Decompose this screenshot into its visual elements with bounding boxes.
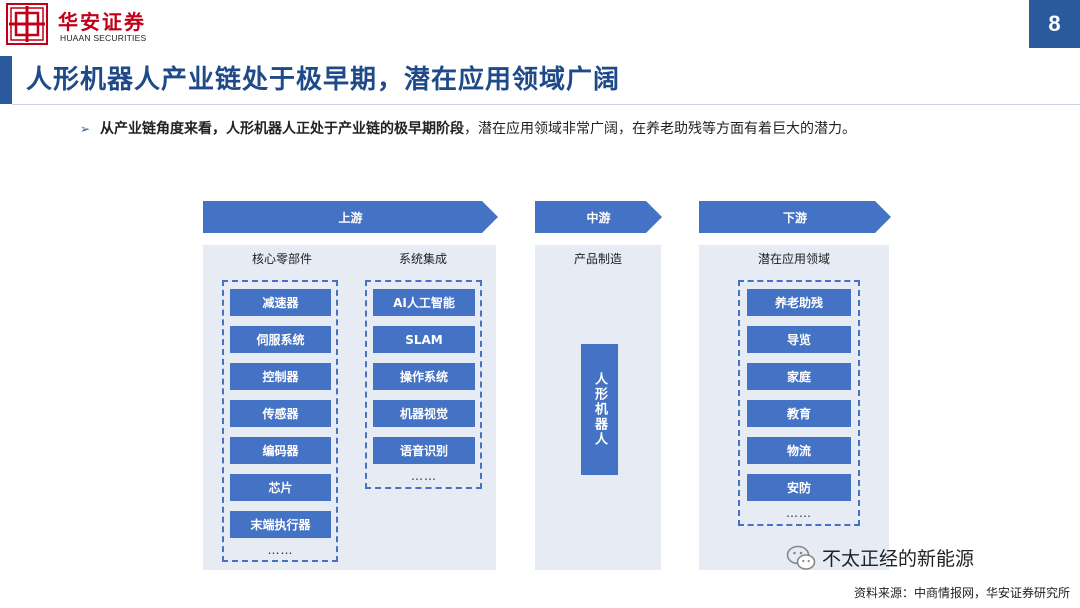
system-integration-more: …… <box>411 469 437 483</box>
bullet-text: 从产业链角度来看，人形机器人正处于产业链的极早期阶段，潜在应用领域非常广阔，在养… <box>80 118 1015 140</box>
bullet-bold-text: 从产业链角度来看，人形机器人正处于产业链的极早期阶段 <box>100 121 464 137</box>
system-integration-item: 语音识别 <box>373 437 475 464</box>
applications-heading: 潜在应用领域 <box>757 252 830 266</box>
applications-more: …… <box>786 506 812 520</box>
core-components-group <box>222 280 338 562</box>
core-component-item: 控制器 <box>230 363 331 390</box>
source-note: 资料来源：中商情报网，华安证券研究所 <box>853 586 1070 600</box>
page-number: 8 <box>1029 0 1080 48</box>
humanoid-robot-label: 人形机器人 <box>592 372 607 447</box>
core-component-item: 传感器 <box>230 400 331 427</box>
system-integration-item: 操作系统 <box>373 363 475 390</box>
bullet-arrow-icon: ➢ <box>80 122 91 136</box>
downstream-banner: 下游 <box>699 201 891 233</box>
application-item: 家庭 <box>747 363 851 390</box>
application-item: 物流 <box>747 437 851 464</box>
brand-name-en: HUAAN SECURITIES <box>60 33 147 43</box>
system-integration-item: 机器视觉 <box>373 400 475 427</box>
bullet-point: ➢ 从产业链角度来看，人形机器人正处于产业链的极早期阶段，潜在应用领域非常广阔，… <box>80 118 1015 140</box>
core-components-heading: 核心零部件 <box>251 252 312 266</box>
wechat-account-name: 不太正经的新能源 <box>822 548 975 570</box>
application-item: 导览 <box>747 326 851 353</box>
humanoid-robot-product: 人形机器人 <box>581 344 618 475</box>
brand-logo <box>6 3 48 45</box>
core-component-item: 伺服系统 <box>230 326 331 353</box>
system-integration-item: AI人工智能 <box>373 289 475 316</box>
system-integration-group <box>365 280 482 489</box>
system-integration-item: SLAM <box>373 326 475 353</box>
title-divider <box>12 104 1080 105</box>
title-accent-bar <box>0 56 12 104</box>
bullet-rest-text: ，潜在应用领域非常广阔，在养老助残等方面有着巨大的潜力。 <box>464 121 856 137</box>
core-component-item: 编码器 <box>230 437 331 464</box>
upstream-banner: 上游 <box>203 201 498 233</box>
core-component-item: 芯片 <box>230 474 331 501</box>
application-item: 教育 <box>747 400 851 427</box>
wechat-watermark: 不太正经的新能源 <box>786 544 974 571</box>
core-component-item: 末端执行器 <box>230 511 331 538</box>
manufacturing-heading: 产品制造 <box>573 252 622 266</box>
slide-title: 人形机器人产业链处于极早期，潜在应用领域广阔 <box>26 65 621 95</box>
applications-group <box>738 280 860 526</box>
midstream-banner: 中游 <box>535 201 662 233</box>
wechat-icon <box>786 545 816 570</box>
system-integration-heading: 系统集成 <box>398 252 447 266</box>
core-component-item: 减速器 <box>230 289 331 316</box>
core-components-more: …… <box>267 543 294 557</box>
application-item: 养老助残 <box>747 289 851 316</box>
brand-name-cn: 华安证券 <box>58 10 146 34</box>
application-item: 安防 <box>747 474 851 501</box>
